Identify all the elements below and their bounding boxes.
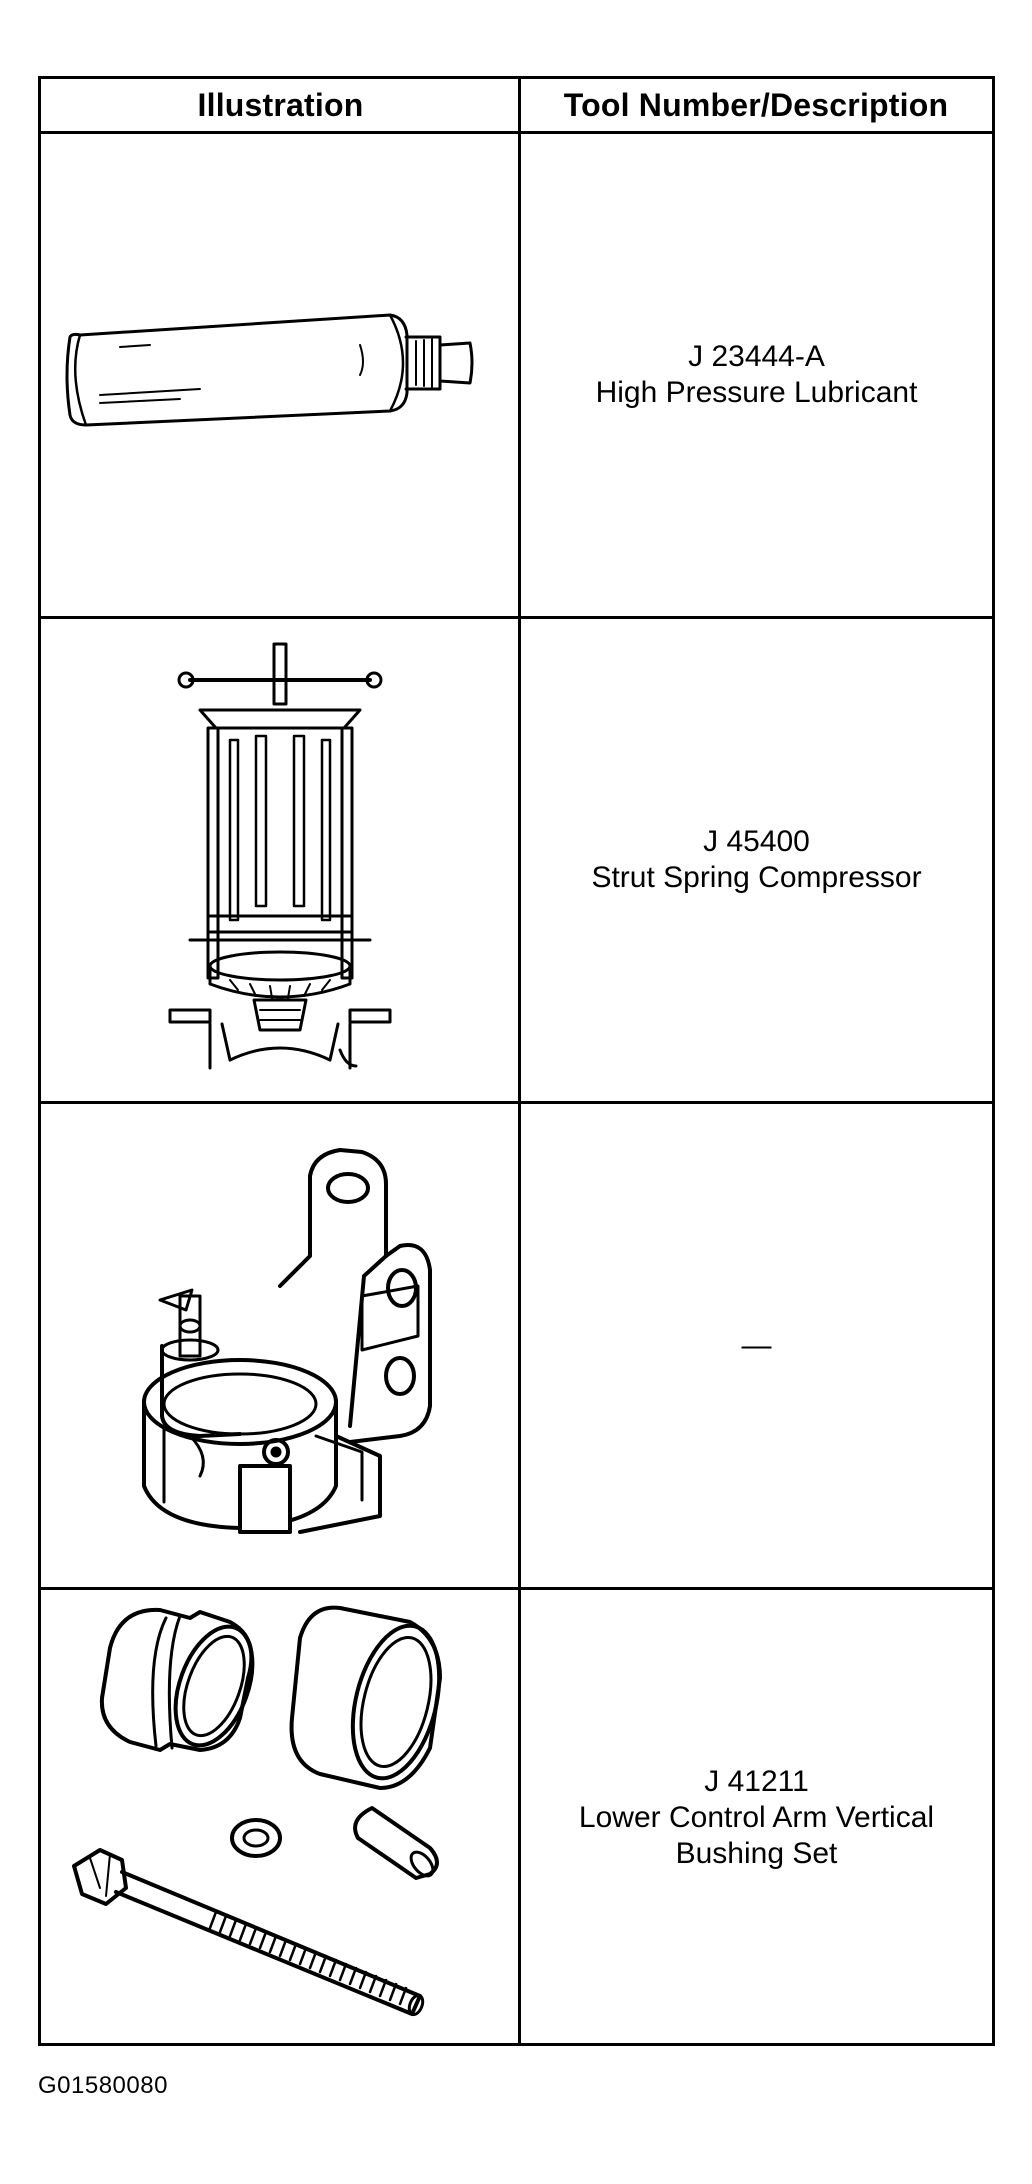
tool-description-cell: J 41211 Lower Control Arm Vertical Bushi… <box>521 1590 992 2046</box>
strut-spring-compressor-icon <box>168 642 391 1070</box>
column-header-illustration: Illustration <box>197 86 364 123</box>
column-header-tool: Tool Number/Description <box>563 86 949 123</box>
tool-number: J 41211 <box>704 1765 809 1798</box>
compressor-adapter-icon <box>141 1147 432 1534</box>
tool-description-cell: J 23444-A High Pressure Lubricant <box>521 134 992 616</box>
header-divider <box>41 131 992 134</box>
table-row-illustration <box>41 134 518 616</box>
table-row-illustration <box>41 1104 518 1587</box>
row-divider <box>41 1587 992 1590</box>
figure-code: G01580080 <box>38 2072 168 2099</box>
tool-number: J 23444-A <box>688 340 825 373</box>
tool-description: Lower Control Arm Vertical <box>578 1801 935 1834</box>
tool-number: J 45400 <box>703 825 810 858</box>
tool-description: Strut Spring Compressor <box>591 861 922 894</box>
table-row-illustration <box>41 619 518 1101</box>
column-divider <box>518 79 521 2043</box>
row-divider <box>41 1101 992 1104</box>
bushing-set-icon <box>71 1605 442 2017</box>
table-row-illustration <box>41 1590 518 2046</box>
tool-description: High Pressure Lubricant <box>595 376 918 409</box>
lubricant-tube-icon <box>65 313 473 427</box>
tool-description: Bushing Set <box>675 1837 838 1870</box>
tool-number: — <box>741 1328 772 1362</box>
tool-description-cell: — <box>521 1104 992 1587</box>
row-divider <box>41 616 992 619</box>
tool-description-cell: J 45400 Strut Spring Compressor <box>521 619 992 1101</box>
special-tools-table: Illustration Tool Number/Description J 2… <box>38 76 995 2046</box>
